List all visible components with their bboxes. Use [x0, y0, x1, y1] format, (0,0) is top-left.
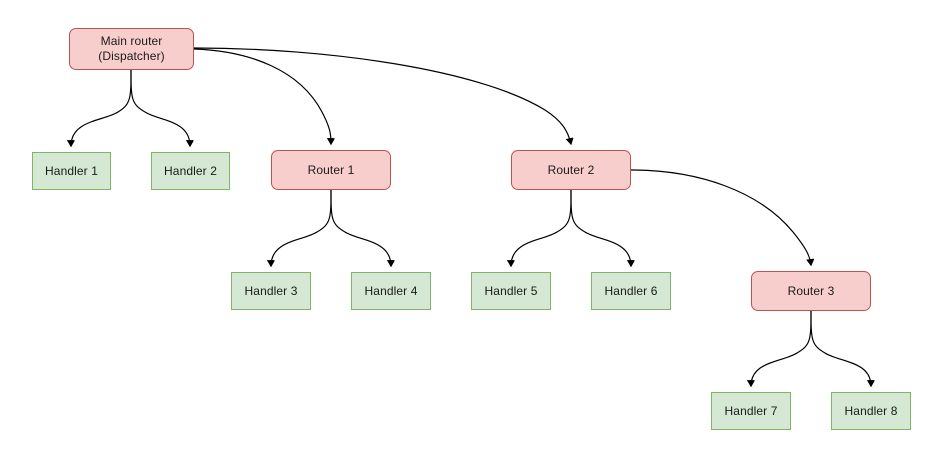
edge-main-to-router-1 [193, 48, 331, 144]
node-label-handler-4: Handler 4 [364, 283, 418, 298]
node-handler-7[interactable]: Handler 7 [711, 392, 791, 430]
node-label-handler-6: Handler 6 [604, 283, 658, 298]
node-label-handler-2: Handler 2 [164, 163, 217, 178]
edge-router-3-to-handler-7 [751, 310, 812, 386]
edge-router-3-to-handler-8 [810, 310, 871, 386]
node-main-router[interactable]: Main router (Dispatcher) [69, 28, 194, 70]
node-label-handler-8: Handler 8 [844, 403, 898, 418]
edge-router-1-to-handler-3 [271, 189, 332, 266]
node-label-handler-5: Handler 5 [484, 283, 538, 298]
edge-router-1-to-handler-4 [330, 189, 391, 266]
edge-main-to-handler-2 [130, 69, 190, 146]
node-handler-5[interactable]: Handler 5 [471, 272, 551, 310]
node-label-router-2: Router 2 [547, 162, 595, 177]
node-router-3[interactable]: Router 3 [751, 271, 871, 311]
node-handler-6[interactable]: Handler 6 [591, 272, 671, 310]
node-label-handler-7: Handler 7 [724, 403, 778, 418]
node-handler-2[interactable]: Handler 2 [151, 152, 230, 190]
node-label-handler-3: Handler 3 [244, 283, 298, 298]
node-label-router-3: Router 3 [787, 283, 835, 298]
edge-router-2-to-handler-6 [570, 189, 631, 266]
node-label-router-1: Router 1 [307, 162, 355, 177]
node-label-handler-1: Handler 1 [45, 163, 98, 178]
edge-main-to-router-2 [193, 47, 571, 144]
node-handler-3[interactable]: Handler 3 [231, 272, 311, 310]
node-handler-4[interactable]: Handler 4 [351, 272, 431, 310]
edge-router-2-to-router-3 [630, 169, 811, 265]
node-router-1[interactable]: Router 1 [271, 150, 391, 190]
node-label-main-router: Main router (Dispatcher) [98, 34, 165, 63]
edge-router-2-to-handler-5 [511, 189, 572, 266]
node-handler-8[interactable]: Handler 8 [831, 392, 911, 430]
edge-main-to-handler-1 [71, 69, 132, 146]
node-router-2[interactable]: Router 2 [511, 150, 631, 190]
node-handler-1[interactable]: Handler 1 [32, 152, 111, 190]
